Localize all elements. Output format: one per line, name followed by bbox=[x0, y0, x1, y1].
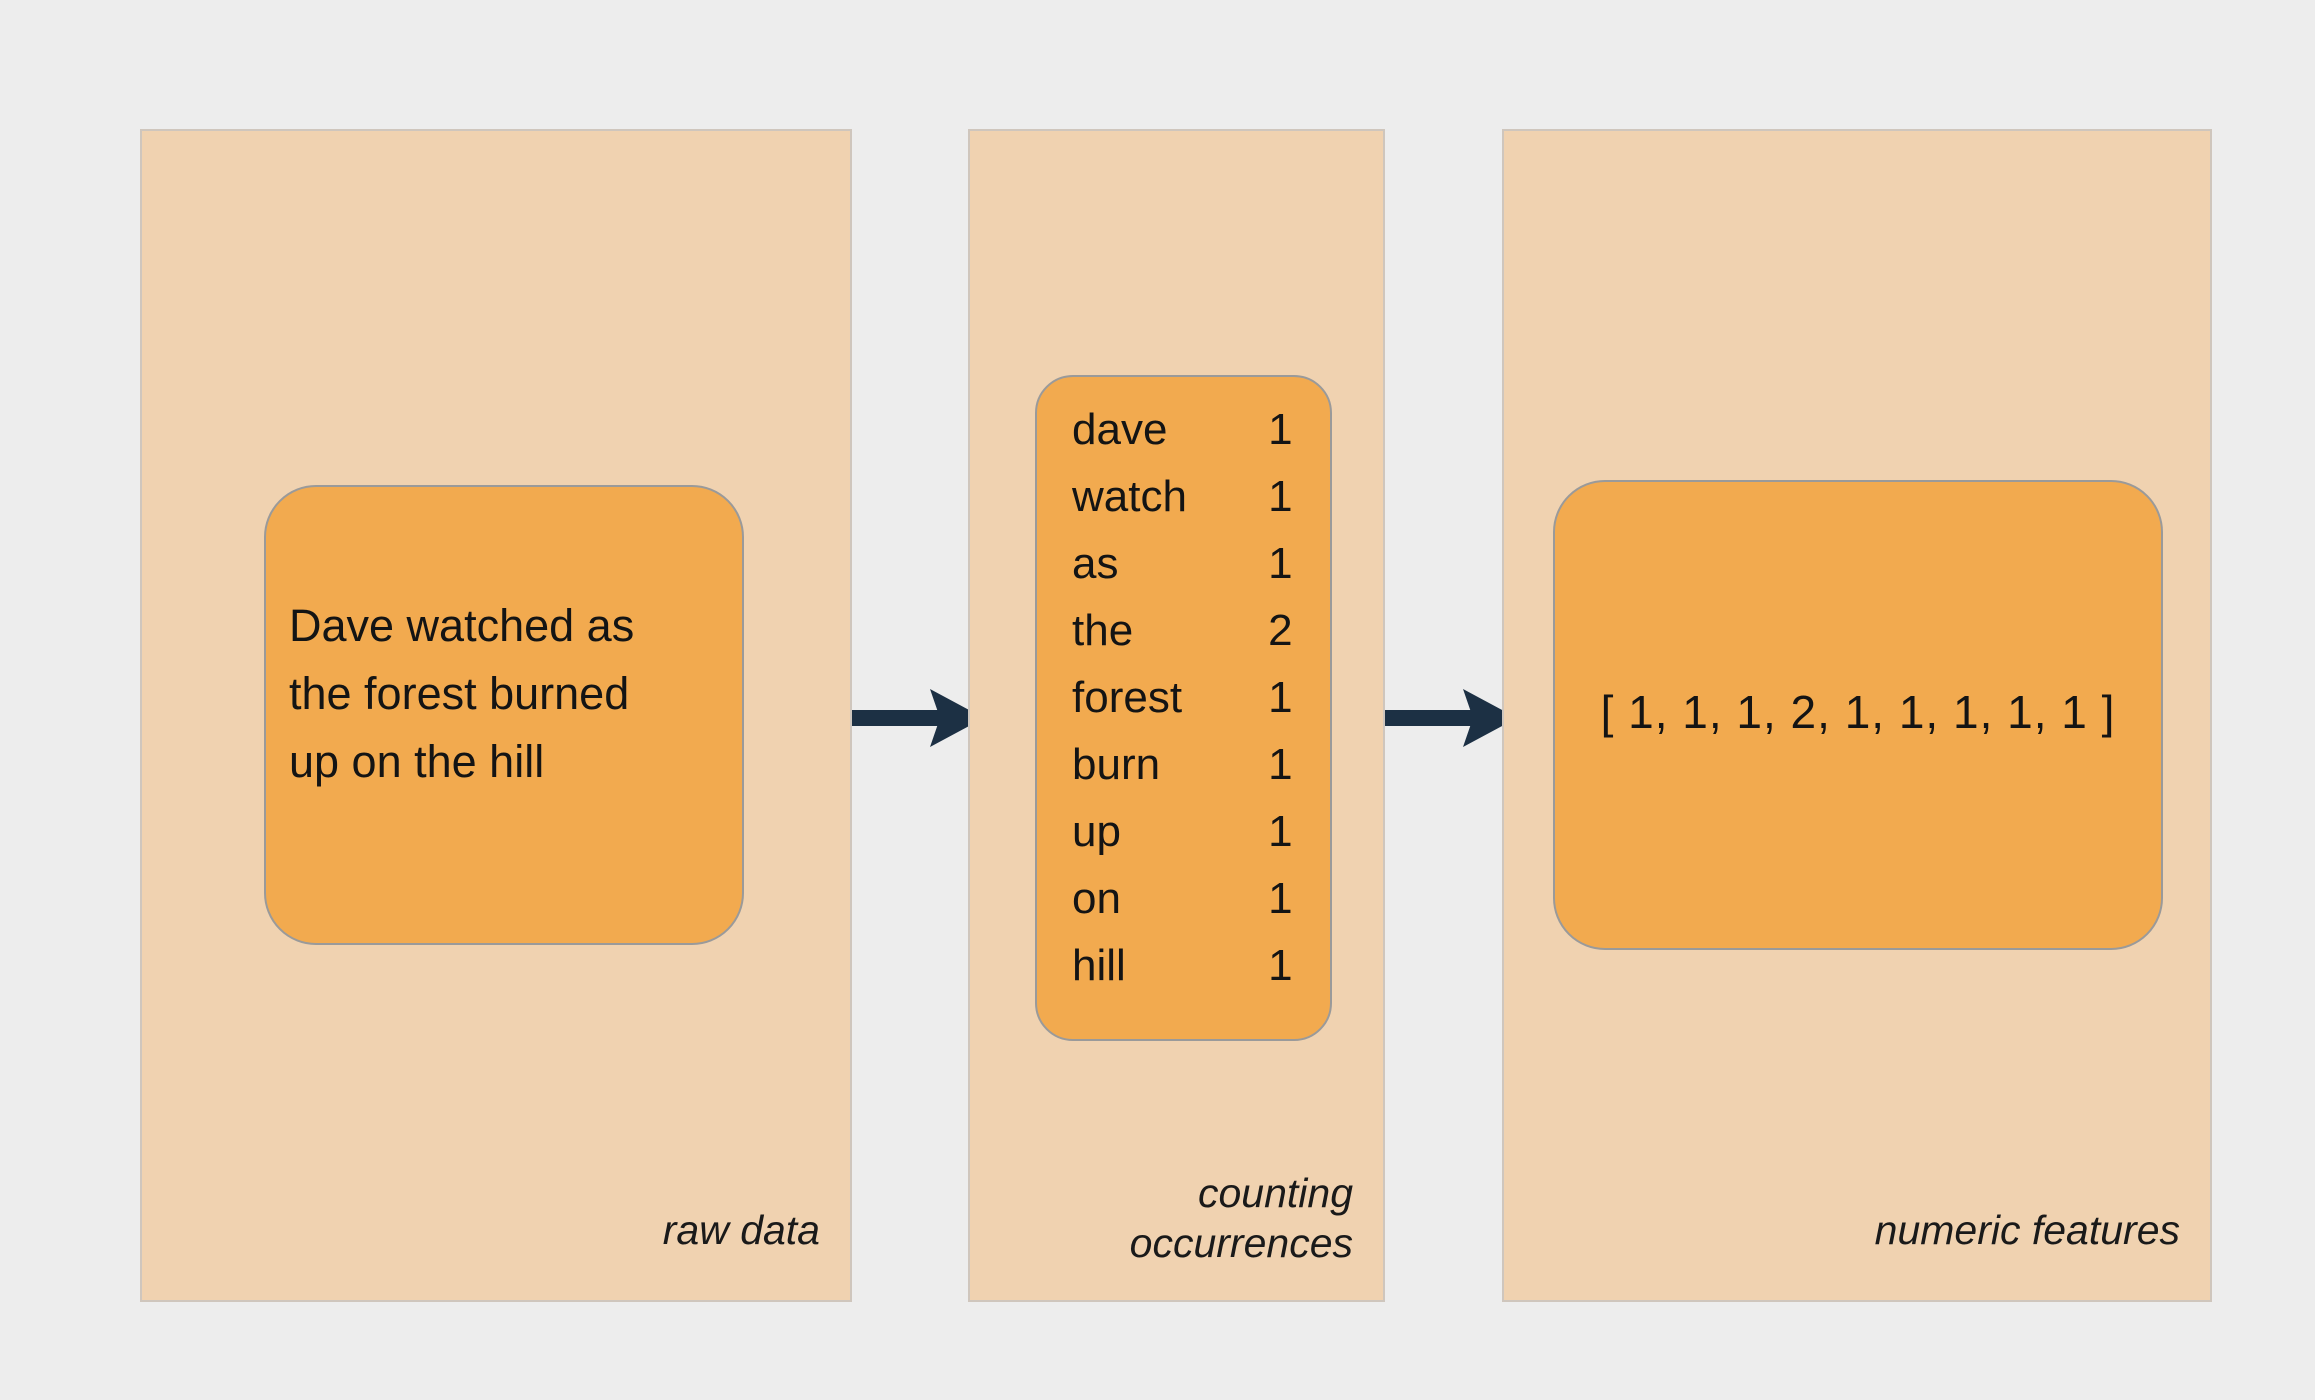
table-row: forest 1 bbox=[1072, 676, 1312, 743]
word-label: hill bbox=[1072, 941, 1126, 990]
word-label: on bbox=[1072, 874, 1121, 923]
word-label: the bbox=[1072, 606, 1134, 655]
word-count-table: dave 1 watch 1 as 1 the 2 forest 1 burn … bbox=[1072, 408, 1312, 1011]
word-label: watch bbox=[1072, 472, 1187, 521]
word-count: 1 bbox=[1268, 673, 1293, 722]
table-row: up 1 bbox=[1072, 810, 1312, 877]
caption-raw-data: raw data bbox=[662, 1207, 820, 1253]
word-label: forest bbox=[1072, 673, 1183, 722]
word-count: 1 bbox=[1268, 472, 1293, 521]
caption-counting-occurrences: counting occurrences bbox=[1010, 1168, 1353, 1268]
feature-vector-text: [ 1, 1, 1, 2, 1, 1, 1, 1, 1 ] bbox=[1600, 686, 2116, 738]
table-row: burn 1 bbox=[1072, 743, 1312, 810]
table-row: watch 1 bbox=[1072, 475, 1312, 542]
raw-sentence-text: Dave watched as the forest burned up on … bbox=[289, 600, 635, 787]
word-label: burn bbox=[1072, 740, 1161, 789]
word-label: as bbox=[1072, 539, 1119, 588]
card-raw-sentence bbox=[264, 485, 744, 945]
word-count: 1 bbox=[1268, 405, 1293, 454]
word-label: up bbox=[1072, 807, 1121, 856]
table-row: dave 1 bbox=[1072, 408, 1312, 475]
caption-counting-line1: counting bbox=[1197, 1170, 1353, 1216]
word-count: 1 bbox=[1268, 874, 1293, 923]
word-count: 1 bbox=[1268, 740, 1293, 789]
table-row: the 2 bbox=[1072, 609, 1312, 676]
arrow-counting-to-numeric-icon bbox=[1385, 683, 1517, 753]
card-feature-vector bbox=[1553, 480, 2163, 950]
word-label: dave bbox=[1072, 405, 1168, 454]
card-word-counts bbox=[1035, 375, 1332, 1041]
word-count: 1 bbox=[1268, 539, 1293, 588]
table-row: on 1 bbox=[1072, 877, 1312, 944]
caption-counting-line2: occurrences bbox=[1129, 1220, 1353, 1266]
arrow-raw-to-counting-icon bbox=[852, 683, 984, 753]
table-row: hill 1 bbox=[1072, 944, 1312, 1011]
word-count: 1 bbox=[1268, 941, 1293, 990]
table-row: as 1 bbox=[1072, 542, 1312, 609]
word-count: 2 bbox=[1268, 606, 1293, 655]
word-count: 1 bbox=[1268, 807, 1293, 856]
caption-numeric-features: numeric features bbox=[1874, 1207, 2180, 1253]
